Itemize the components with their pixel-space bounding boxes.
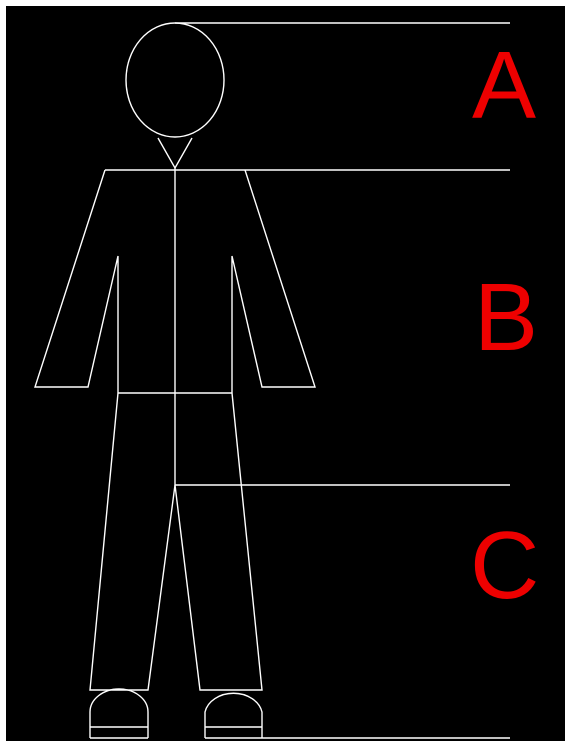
region-label-a: A [472, 38, 536, 134]
body-proportion-diagram: A B C [6, 6, 565, 741]
figure-lines [35, 23, 315, 738]
left-leg-outline [90, 393, 175, 690]
region-label-c: C [470, 518, 539, 614]
left-shoe [90, 689, 148, 727]
right-shoe [205, 693, 262, 727]
region-label-b: B [474, 270, 538, 366]
head [126, 23, 224, 137]
right-arm-outline [232, 170, 315, 393]
left-arm-outline [35, 170, 118, 393]
reference-lines [175, 23, 510, 738]
right-leg-outline [175, 393, 262, 690]
neck [158, 138, 192, 168]
